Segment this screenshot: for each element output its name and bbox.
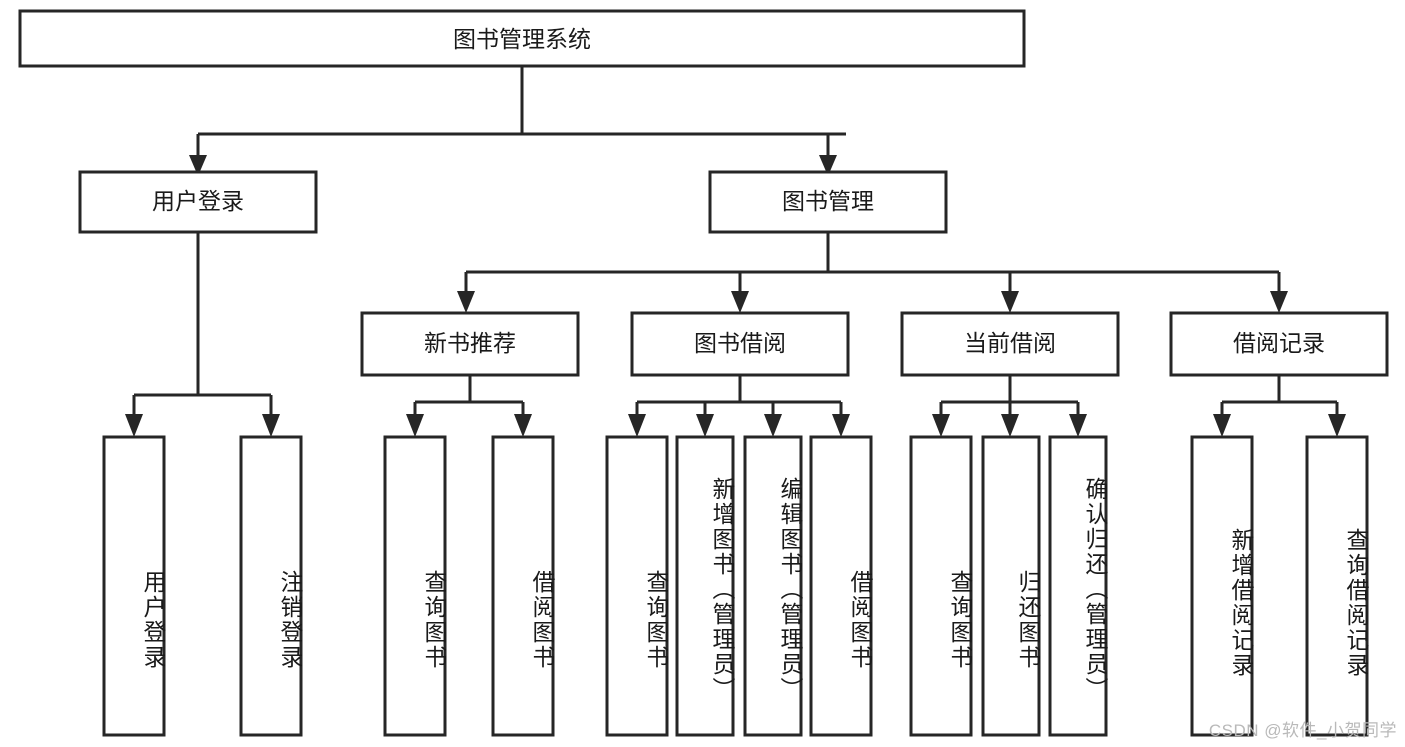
node-leaf-user-login-2[interactable] [239,435,303,737]
connector-user-login-to-leaves [125,232,280,437]
node-leaf-borrow-record-2[interactable] [1305,435,1369,737]
node-new-book-recommend[interactable] [360,311,580,377]
connector-book-management-to-level3 [457,232,1288,313]
csdn-watermark: CSDN @软件_小贺同学 [1208,721,1397,740]
node-book-management[interactable] [708,170,948,234]
label-new-book-recommend: 新书推荐 [424,330,516,356]
node-book-borrow[interactable] [630,311,850,377]
node-leaf-borrow-record-1[interactable] [1190,435,1254,737]
node-user-login[interactable] [78,170,318,234]
label-book-management: 图书管理 [782,188,874,214]
connector-book-borrow-to-leaves [628,375,850,437]
node-leaf-book-borrow-4[interactable] [809,435,873,737]
node-leaf-current-borrow-1[interactable] [909,435,973,737]
label-user-login: 用户登录 [152,188,244,214]
label-borrow-record: 借阅记录 [1233,330,1325,356]
node-borrow-record[interactable] [1169,311,1389,377]
node-leaf-book-borrow-2[interactable] [675,435,735,737]
connector-new-book-recommend-to-leaves [406,375,532,437]
node-leaf-current-borrow-3[interactable] [1048,435,1108,737]
label-current-borrow: 当前借阅 [964,330,1056,356]
node-leaf-user-login-1[interactable] [102,435,166,737]
connector-borrow-record-to-leaves [1213,375,1346,437]
node-leaf-current-borrow-2[interactable] [981,435,1041,737]
node-root-system[interactable] [18,9,1026,68]
connector-root-to-level2 [189,66,846,176]
node-current-borrow[interactable] [900,311,1120,377]
node-leaf-new-book-1[interactable] [383,435,447,737]
label-book-borrow: 图书借阅 [694,330,786,356]
node-leaf-new-book-2[interactable] [491,435,555,737]
label-root-system: 图书管理系统 [453,26,591,52]
node-leaf-book-borrow-1[interactable] [605,435,669,737]
node-leaf-book-borrow-3[interactable] [743,435,803,737]
connector-current-borrow-to-leaves [932,375,1087,437]
